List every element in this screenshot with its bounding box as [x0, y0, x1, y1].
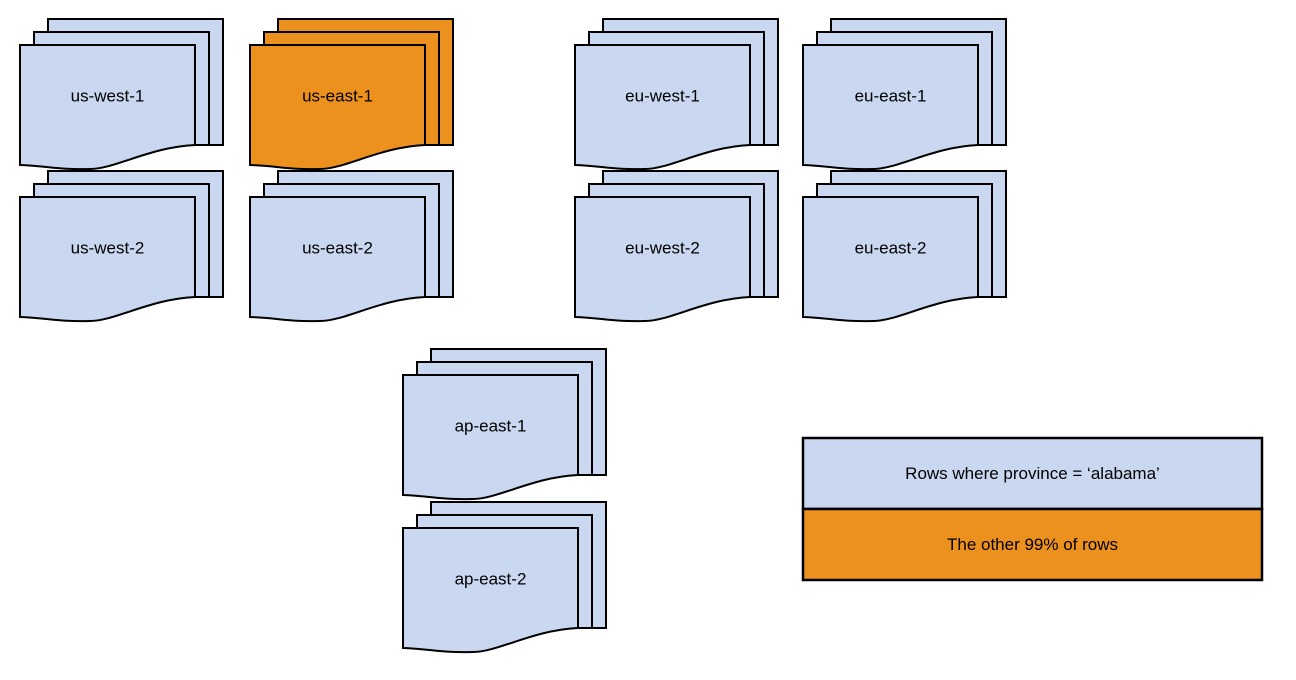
legend-layer: Rows where province = ‘alabama’ The other… [801, 436, 1264, 582]
stack-front-sheet [249, 44, 426, 171]
document-stack-eu-east-2[interactable]: eu-east-2 [802, 170, 1007, 323]
stack-front-sheet [19, 44, 196, 171]
document-stack-us-west-1[interactable]: us-west-1 [19, 18, 224, 171]
stack-label: us-west-2 [71, 238, 145, 257]
stack-label: ap-east-1 [455, 416, 527, 435]
document-stack-ap-east-2[interactable]: ap-east-2 [402, 501, 607, 654]
legend-label: The other 99% of rows [947, 535, 1118, 554]
stack-front-sheet [574, 44, 751, 171]
legend-row-legend-other: The other 99% of rows [801, 507, 1264, 582]
stack-front-sheet [574, 196, 751, 323]
stack-label: us-west-1 [71, 86, 145, 105]
stack-label: eu-east-2 [855, 238, 927, 257]
stack-label: us-east-1 [302, 86, 373, 105]
stack-front-sheet [19, 196, 196, 323]
document-stack-eu-west-1[interactable]: eu-west-1 [574, 18, 779, 171]
legend-row-legend-alabama: Rows where province = ‘alabama’ [801, 436, 1264, 511]
stack-label: eu-east-1 [855, 86, 927, 105]
legend-swatch [801, 507, 1264, 582]
stack-label: eu-west-2 [625, 238, 700, 257]
legend-swatch [801, 436, 1264, 511]
stack-front-sheet [249, 196, 426, 323]
document-stacks-layer: us-west-1 us-east-1 eu-west-1 eu-east-1 us-w… [19, 18, 1007, 654]
legend-label: Rows where province = ‘alabama’ [905, 464, 1160, 483]
stack-label: ap-east-2 [455, 569, 527, 588]
stack-label: eu-west-1 [625, 86, 700, 105]
stack-front-sheet [402, 374, 579, 501]
document-stack-eu-west-2[interactable]: eu-west-2 [574, 170, 779, 323]
stack-front-sheet [802, 196, 979, 323]
document-stack-us-east-1[interactable]: us-east-1 [249, 18, 454, 171]
document-stack-eu-east-1[interactable]: eu-east-1 [802, 18, 1007, 171]
document-stack-us-west-2[interactable]: us-west-2 [19, 170, 224, 323]
document-stack-us-east-2[interactable]: us-east-2 [249, 170, 454, 323]
stack-front-sheet [802, 44, 979, 171]
document-stack-ap-east-1[interactable]: ap-east-1 [402, 348, 607, 501]
stack-label: us-east-2 [302, 238, 373, 257]
stack-front-sheet [402, 527, 579, 654]
